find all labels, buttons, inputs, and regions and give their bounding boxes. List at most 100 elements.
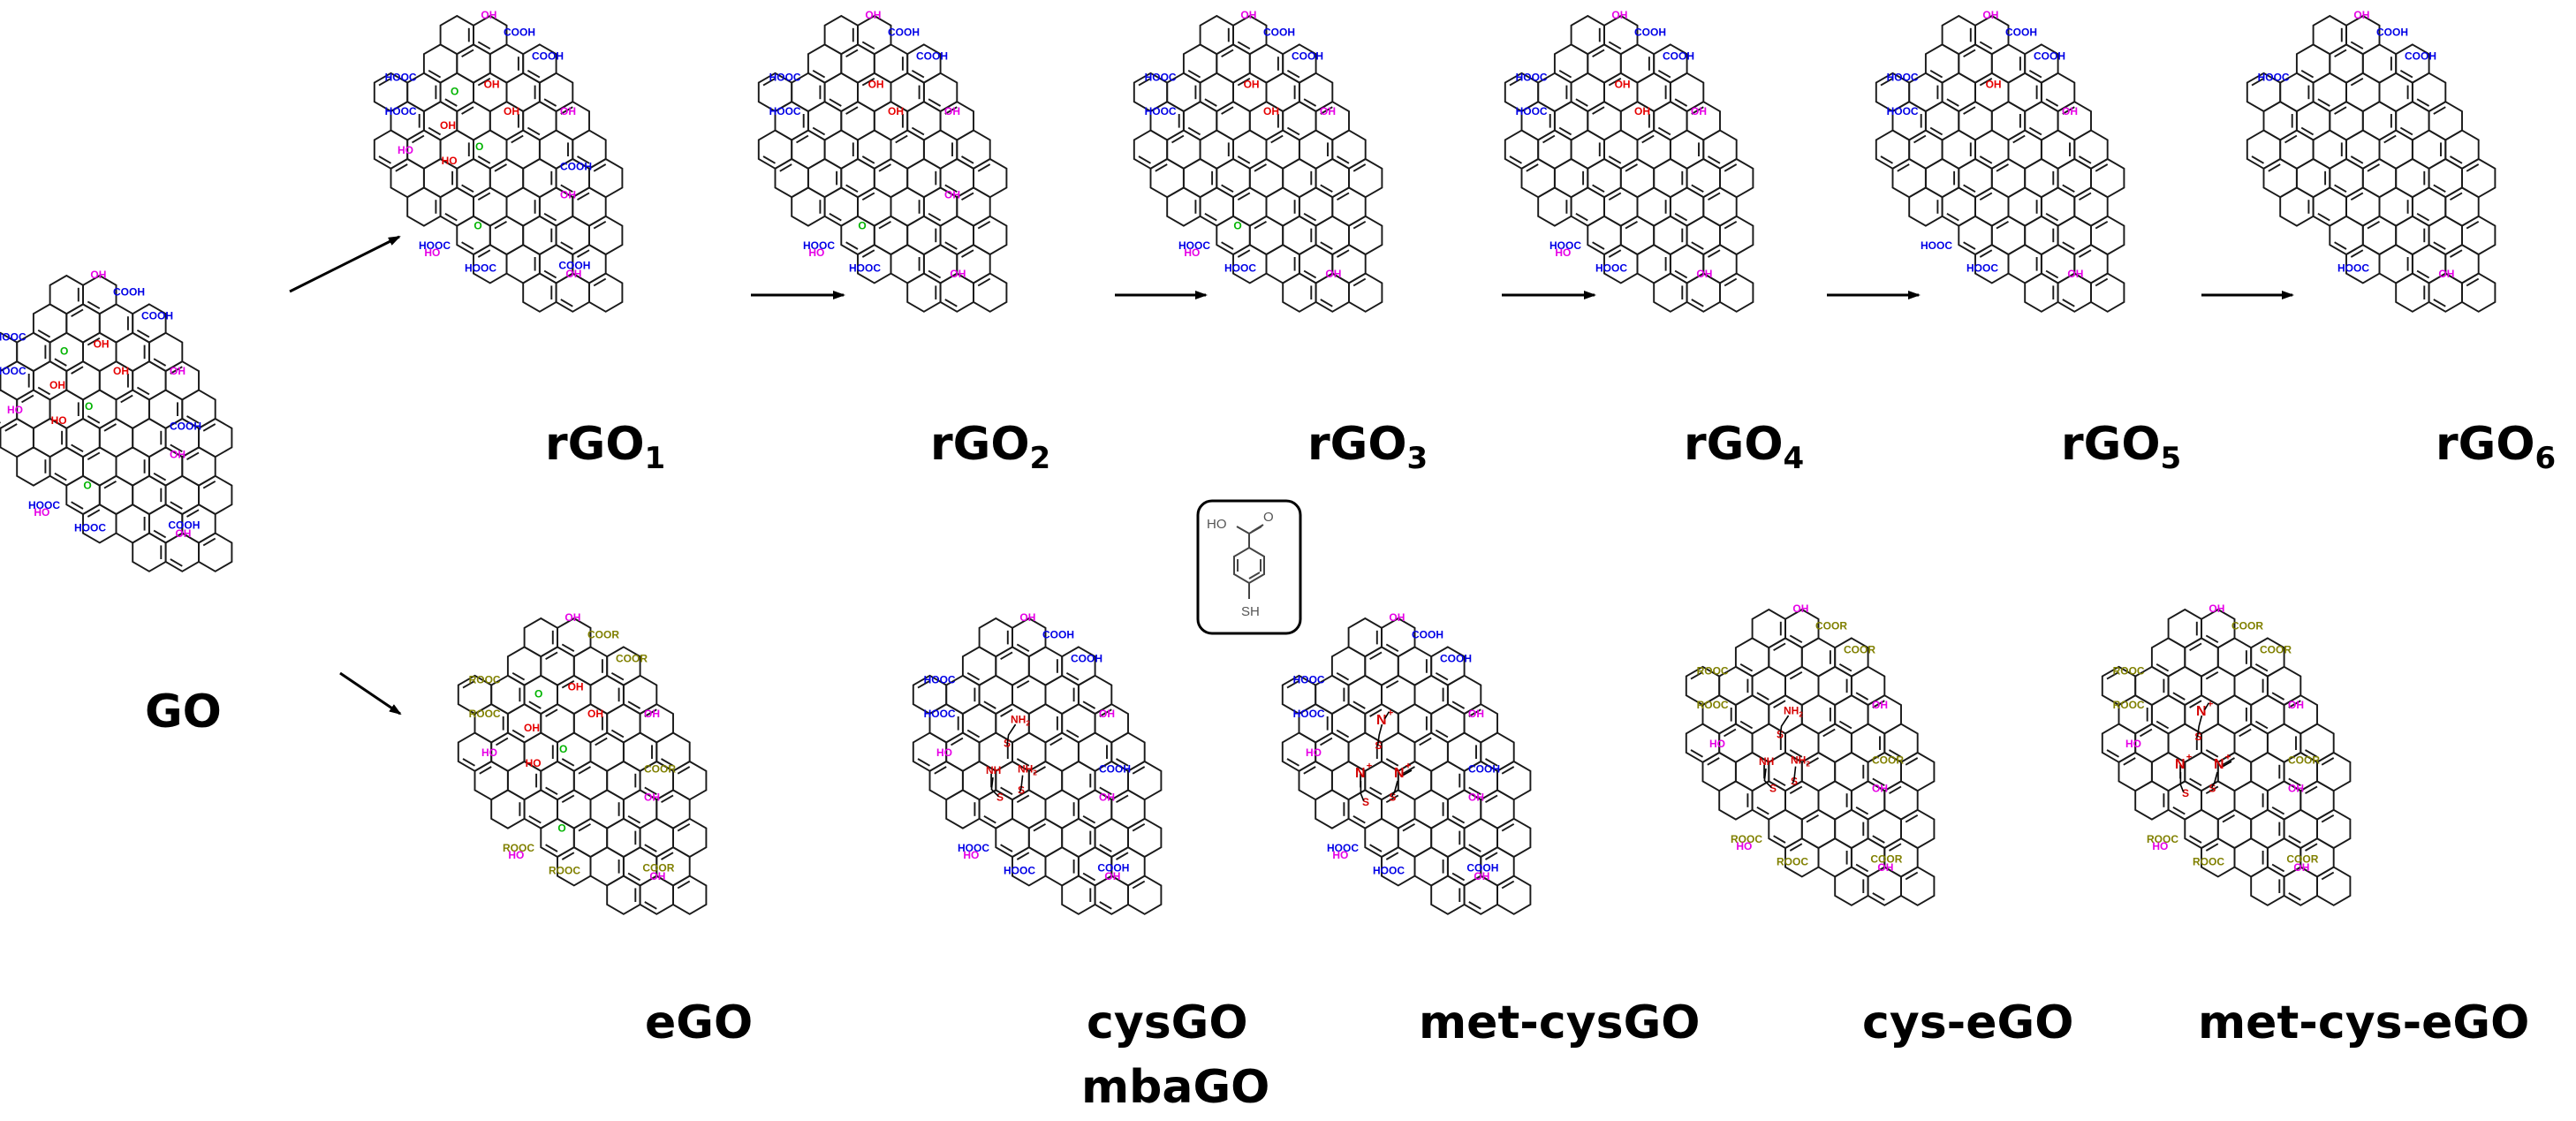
edge-oh-label: HO: [936, 746, 952, 759]
structure-go: COOHCOOHHOOCHOOCCOOHHOOCHOOCCOOHOHOHOHOH…: [0, 269, 233, 572]
basal-oh-label: OH: [1244, 79, 1260, 91]
edge-oh-label: OH: [564, 611, 580, 624]
basal-oh-label: OH: [49, 379, 65, 391]
cooh-group-label: HOOC: [2337, 262, 2369, 275]
cooh-group-label: HOOC: [1327, 842, 1359, 854]
cooh-group-label: COOH: [1468, 762, 1500, 775]
edge-oh-label: HO: [481, 746, 497, 759]
cooh-group-label: COOH: [170, 420, 201, 432]
graphene-lattice: [373, 14, 624, 313]
graphene-lattice: [0, 274, 233, 572]
edge-oh-label: OH: [1877, 861, 1893, 874]
edge-oh-label: OH: [2438, 268, 2454, 280]
graphene-lattice: [757, 14, 1008, 313]
structure-rgo1: COOHCOOHHOOCHOOCCOOHHOOCHOOCCOOHOHOHOHOH…: [373, 9, 624, 313]
graphene-lattice: [1875, 14, 2125, 313]
epoxy-o-label: O: [451, 86, 458, 98]
edge-oh-label: OH: [1696, 268, 1712, 280]
coor-group-label: ROOC: [1697, 665, 1729, 678]
coor-group-label: ROOC: [2193, 856, 2224, 868]
edge-oh-label: OH: [1104, 870, 1120, 882]
edge-oh-label: OH: [1389, 611, 1405, 624]
coor-group-label: COOR: [2260, 644, 2292, 656]
cooh-group-label: HOOC: [1595, 262, 1627, 275]
structure-metcysego: COORCOORROOCROOCCOORROOCROOCCOOROHOHOHOH…: [2101, 602, 2352, 906]
edge-oh-label: OH: [2288, 782, 2304, 794]
cooh-group-label: COOH: [113, 285, 145, 298]
amine-label: NH2: [1791, 754, 1810, 768]
cooh-group-label: HOOC: [0, 365, 27, 377]
edge-oh-label: HO: [808, 246, 824, 259]
amine-label: NH2: [1011, 713, 1030, 727]
graphene-lattice: [2101, 608, 2352, 906]
coor-group-label: COOR: [1872, 754, 1904, 766]
basal-oh-label: HO: [526, 757, 542, 769]
cooh-group-label: HOOC: [0, 331, 27, 344]
linker-bond: [1402, 769, 1413, 776]
linker-bond: [1792, 766, 1797, 784]
charge-label: +: [1405, 761, 1412, 771]
epoxy-o-label: O: [858, 220, 866, 232]
edge-oh-label: HO: [1555, 246, 1571, 259]
cooh-group-label: COOH: [1440, 653, 1472, 665]
quaternary-n-label: N: [2214, 757, 2224, 772]
label-rgo4: rGO4: [1684, 418, 1804, 476]
epoxy-o-label: O: [475, 140, 483, 153]
label-go: GO: [145, 685, 222, 738]
benzene-ring: [1233, 524, 1265, 599]
edge-oh-label: OH: [175, 527, 191, 540]
graphene-lattice: [1281, 617, 1532, 915]
linker-bond: [1383, 711, 1390, 720]
quaternary-n-label: N: [2175, 757, 2186, 772]
coor-group-label: ROOC: [1777, 856, 1808, 868]
coor-group-label: ROOC: [1731, 833, 1762, 845]
basal-oh-label: OH: [568, 681, 584, 693]
linker-bond: [1779, 715, 1790, 738]
coor-group-label: COOR: [2288, 754, 2320, 766]
edge-oh-label: OH: [944, 105, 960, 117]
cooh-group-label: HOOC: [1373, 865, 1405, 877]
cooh-group-label: HOOC: [419, 239, 451, 252]
inset-sh-label: SH: [1241, 604, 1260, 619]
graphene-lattice: [912, 617, 1163, 915]
coor-group-label: ROOC: [549, 865, 580, 877]
label-cysego: cys-eGO: [1862, 996, 2073, 1049]
edge-oh-label: OH: [944, 188, 960, 201]
basal-oh-label: HO: [442, 155, 458, 167]
cooh-group-label: HOOC: [1887, 72, 1919, 84]
cooh-group-label: COOH: [1071, 653, 1102, 665]
cooh-group-label: COOH: [888, 26, 920, 38]
cooh-group-label: COOH: [1663, 50, 1694, 63]
mba-inset: HO O SH: [1196, 499, 1302, 635]
cooh-group-label: HOOC: [803, 239, 835, 252]
label-ego: eGO: [645, 996, 753, 1049]
edge-oh-label: OH: [2067, 268, 2083, 280]
coor-group-label: COOR: [1815, 619, 1847, 632]
coor-group-label: COOR: [2231, 619, 2263, 632]
inset-ho-label: HO: [1207, 517, 1227, 532]
basal-oh-label: HO: [51, 414, 67, 427]
coor-group-label: COOR: [1870, 852, 1902, 865]
linker-bond: [990, 776, 999, 798]
cooh-group-label: HOOC: [1887, 105, 1919, 117]
edge-oh-label: OH: [170, 365, 186, 377]
cooh-group-label: HOOC: [465, 262, 496, 275]
edge-oh-label: OH: [1872, 782, 1888, 794]
cooh-group-label: COOH: [2376, 26, 2408, 38]
cooh-group-label: COOH: [532, 50, 564, 63]
edge-oh-label: OH: [560, 105, 576, 117]
inset-o-label: O: [1263, 510, 1274, 525]
coor-group-label: COOR: [1844, 644, 1875, 656]
basal-oh-label: OH: [524, 722, 540, 734]
label-rgo1: rGO1: [545, 418, 665, 476]
epoxy-o-label: O: [559, 743, 567, 755]
quaternary-n-label: N: [2196, 704, 2207, 719]
structure-ego: COORCOORROOCROOCCOORROOCROOCCOOROHOHOHOH…: [457, 611, 708, 915]
basal-oh-label: OH: [440, 119, 456, 132]
cooh-group-label: HOOC: [1921, 239, 1952, 252]
structure-metcysgo: COOHCOOHHOOCHOOCCOOHHOOCHOOCCOOHOHOHOHOH…: [1281, 611, 1532, 915]
graphene-lattice: [457, 617, 708, 915]
cooh-group-label: COOH: [2405, 50, 2436, 63]
linker-bond: [1390, 780, 1398, 797]
linker-bond: [2222, 761, 2232, 768]
